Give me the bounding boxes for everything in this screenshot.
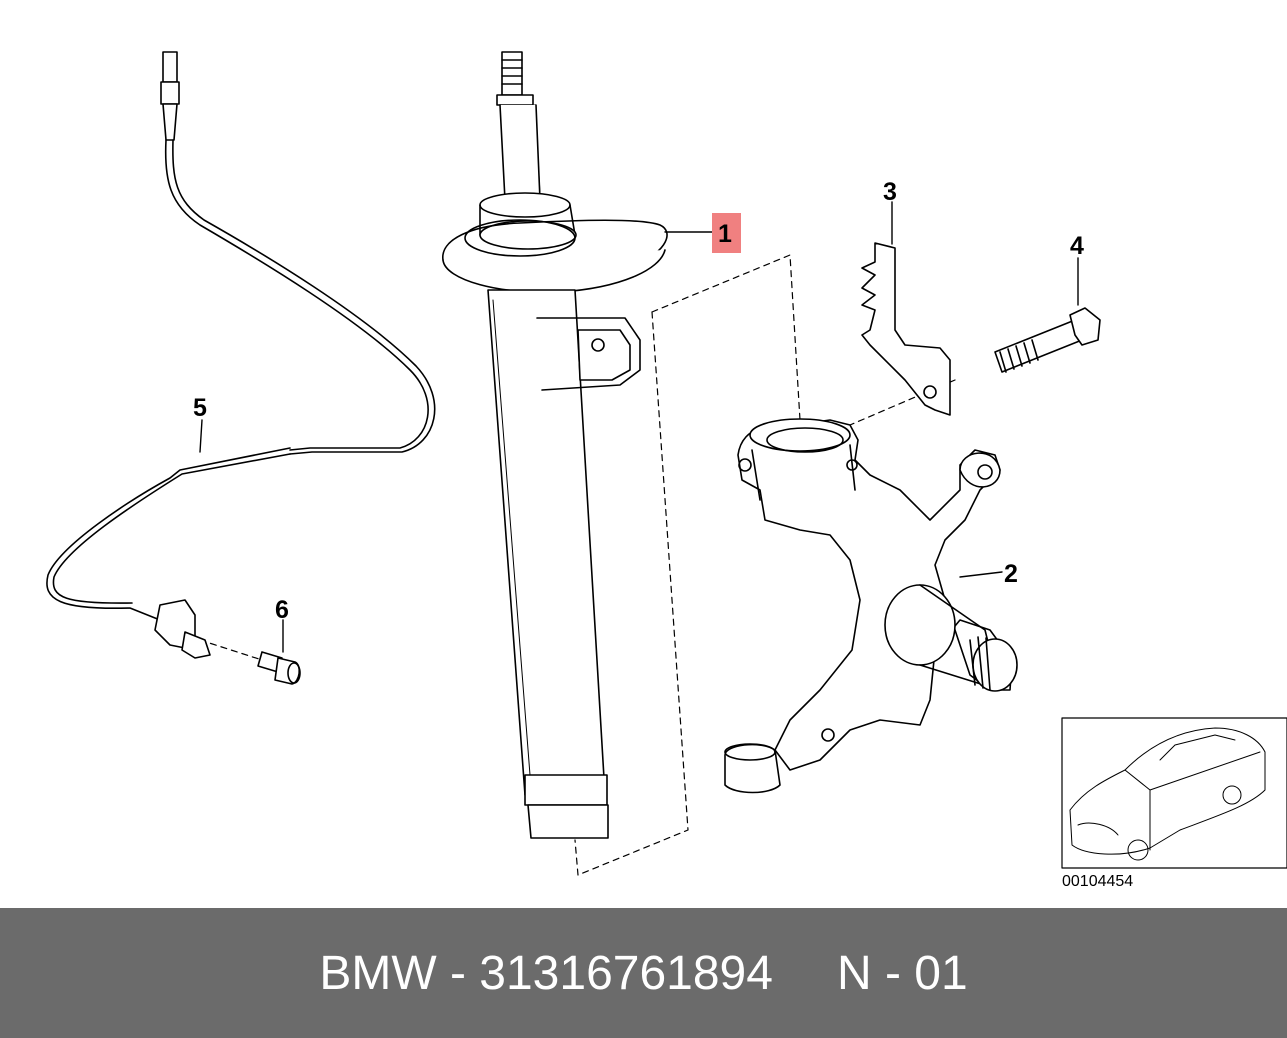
vehicle-thumbnail [1061, 717, 1287, 869]
footer-reference: N - 01 [836, 946, 968, 1000]
callout-2: 2 [1004, 560, 1018, 588]
assembly-guide-lines [199, 254, 956, 876]
diagram-code: 00104454 [1062, 873, 1133, 890]
brake-line-bracket [861, 242, 951, 416]
sensor-bolt [257, 651, 301, 685]
callout-3: 3 [883, 178, 897, 206]
highlight-marker [712, 213, 741, 253]
strut-assembly [442, 51, 668, 839]
callout-5: 5 [193, 394, 207, 422]
footer-band: BMW - 31316761894 N - 01 [0, 908, 1287, 1038]
footer-part-number: BMW - 31316761894 [319, 946, 773, 1000]
steering-knuckle [724, 418, 1018, 794]
parts-diagram: 1 2 3 4 5 6 00104454 [46, 51, 1287, 890]
callout-4: 4 [1070, 232, 1084, 260]
callout-leaders [199, 201, 1079, 653]
callout-1: 1 [718, 220, 732, 248]
wheel-speed-sensor-cable [46, 51, 436, 659]
callout-6: 6 [275, 596, 289, 624]
hex-bolt [994, 307, 1101, 373]
car-outline-icon [1069, 727, 1266, 861]
